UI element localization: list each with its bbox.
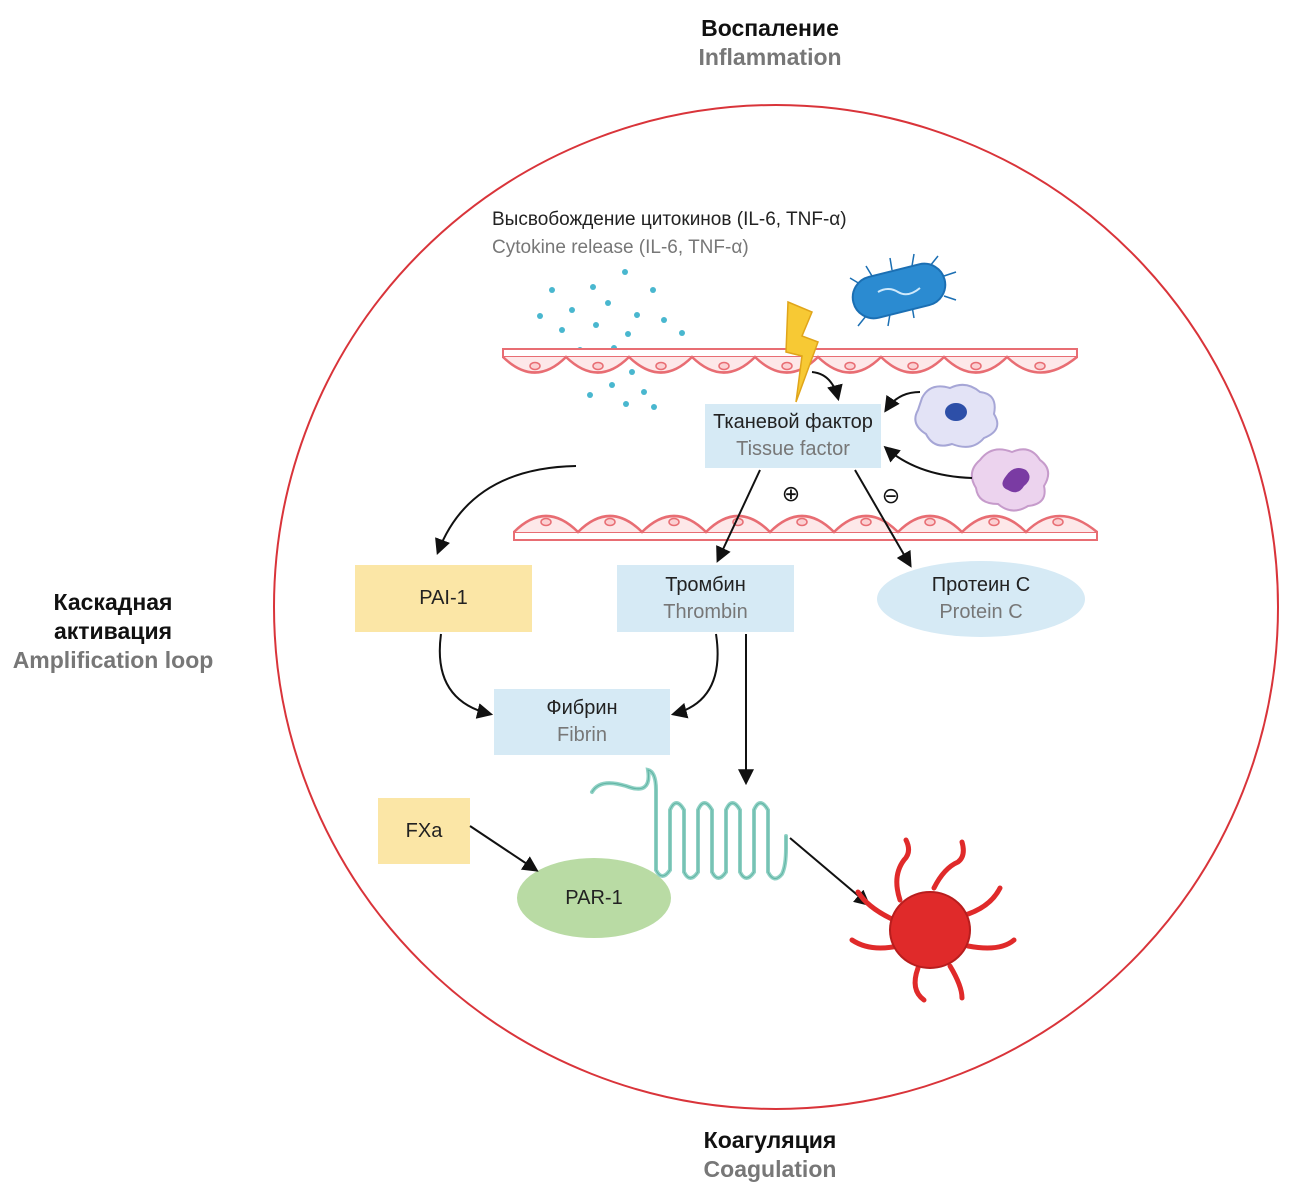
thrombin-ru: Тромбин <box>665 573 746 596</box>
fxa-node: FXa <box>378 798 470 864</box>
arrow-monocyte-to-tissue-factor <box>884 391 921 413</box>
fibrin-en: Fibrin <box>556 724 607 746</box>
thrombin-en: Thrombin <box>663 600 748 623</box>
pai1-box-bg <box>355 565 532 632</box>
thrombin-box-bg <box>617 565 794 632</box>
fibrin-node: Фибрин Fibrin <box>494 689 670 755</box>
tissue-factor-node: Тканевой фактор Tissue factor <box>705 404 881 468</box>
arrow-tissue-factor-to-thrombin <box>716 469 761 563</box>
protein-c-ellipse <box>877 561 1085 637</box>
arrow-to-pai1 <box>435 465 577 555</box>
par1-node: PAR-1 <box>517 858 671 938</box>
coagulation-ru: Коагуляция <box>703 1127 837 1153</box>
pai1-node: PAI-1 <box>355 565 532 632</box>
lightning-bolt-icon <box>785 300 819 403</box>
cytokine-release-en: Cytokine release (IL-6, TNF-α) <box>492 236 749 258</box>
arrow-receptor-to-platelet <box>789 837 871 907</box>
arrow-fxa-to-par1 <box>469 825 539 872</box>
pai1-label: PAI-1 <box>419 587 468 609</box>
cytokine-release-ru: Высвобождение цитокинов (IL-6, TNF-α) <box>492 209 847 230</box>
coagulation-label: Коагуляция Coagulation <box>620 1126 920 1184</box>
fibrin-ru: Фибрин <box>546 697 618 719</box>
par1-ellipse <box>517 858 671 938</box>
amplification-label: Каскадная активация Amplification loop <box>0 588 226 674</box>
arrow-thrombin-to-fibrin <box>670 633 719 719</box>
fxa-label: FXa <box>405 819 443 842</box>
arrow-bolt-to-tissue-factor <box>811 371 843 402</box>
coagulation-en: Coagulation <box>703 1155 837 1182</box>
cytokine-release-label: Высвобождение цитокинов (IL-6, TNF-α) Cy… <box>492 206 912 261</box>
arrow-neutrophil-to-tissue-factor <box>883 445 973 479</box>
activated-platelet-icon <box>849 837 1017 1003</box>
outer-circle <box>273 104 1279 1110</box>
arrow-pai1-to-fibrin <box>438 633 494 719</box>
amplification-ru-line1: Каскадная <box>53 589 173 615</box>
protein-c-en: Protein C <box>939 601 1023 623</box>
inflammation-en: Inflammation <box>698 43 842 70</box>
tissue-factor-en: Tissue factor <box>736 438 850 460</box>
plus-sign: ⊕ <box>781 481 801 506</box>
arrow-tissue-factor-to-protein-c <box>854 469 912 568</box>
vessel-wall-bottom <box>513 514 1098 541</box>
par1-label: PAR-1 <box>565 886 623 909</box>
cytokine-dots <box>537 269 685 410</box>
tissue-factor-box-bg <box>705 404 881 468</box>
amplification-en: Amplification loop <box>12 646 214 673</box>
fxa-box-bg <box>378 798 470 864</box>
neutrophil-icon <box>970 448 1050 512</box>
protein-c-ru: Протеин C <box>931 574 1031 596</box>
amplification-ru-line2: активация <box>53 617 173 644</box>
thrombin-node: Тромбин Thrombin <box>617 565 794 632</box>
inflammation-ru: Воспаление <box>701 15 839 41</box>
minus-sign: ⊖ <box>881 483 901 508</box>
fibrin-box-bg <box>494 689 670 755</box>
inflammation-label: Воспаление Inflammation <box>620 14 920 72</box>
monocyte-icon <box>914 383 999 448</box>
bacterium-icon <box>849 253 957 327</box>
tissue-factor-ru: Тканевой фактор <box>713 411 873 433</box>
protein-c-node: Протеин C Protein C <box>877 561 1085 637</box>
